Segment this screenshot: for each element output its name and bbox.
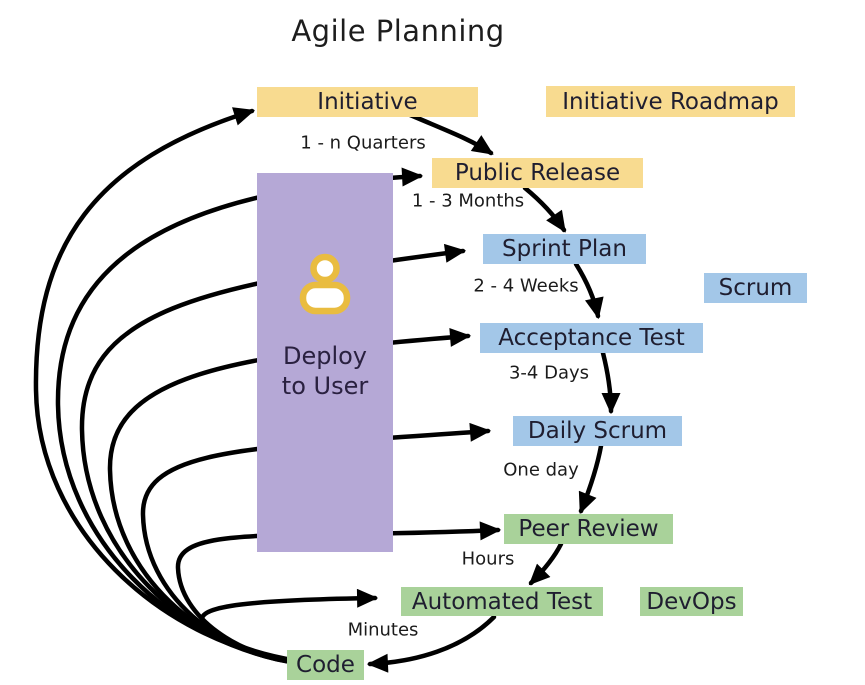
flow-arrow-acceptance-test-to-daily-scrum — [600, 350, 621, 415]
node-peer-review: Peer Review — [504, 514, 673, 544]
flow-arrow-daily-scrum-to-peer-review — [578, 443, 604, 514]
deploy-to-user-label: Deploy to User — [281, 342, 369, 400]
node-public-release: Public Release — [432, 158, 643, 188]
page-title: Agile Planning — [291, 14, 505, 48]
loop-arc-code-to-automated-test — [199, 588, 379, 664]
person-icon — [299, 253, 351, 315]
flow-arrow-sprint-plan-to-acceptance-test — [573, 261, 604, 320]
deploy-to-user-panel: Deploy to User — [257, 173, 393, 552]
node-code: Code — [287, 650, 364, 680]
interval-label-minutes: Minutes — [347, 619, 419, 641]
node-scrum: Scrum — [704, 273, 807, 303]
flow-arrow-public-release-to-sprint-plan — [522, 185, 567, 233]
interval-label-weeks: 2 - 4 Weeks — [473, 275, 579, 297]
flow-arrow-automated-test-to-code — [366, 614, 497, 673]
node-acceptance-test: Acceptance Test — [480, 323, 703, 353]
node-automated-test: Automated Test — [401, 587, 603, 616]
node-devops: DevOps — [640, 587, 743, 616]
interval-label-days: 3-4 Days — [508, 362, 590, 384]
node-initiative: Initiative — [257, 87, 478, 117]
interval-label-months: 1 - 3 Months — [411, 190, 525, 212]
node-sprint-plan: Sprint Plan — [483, 234, 646, 264]
loop-arc-code-to-public-release — [55, 167, 424, 665]
interval-label-one-day: One day — [503, 459, 579, 481]
interval-label-hours: Hours — [461, 548, 515, 570]
node-daily-scrum: Daily Scrum — [513, 416, 682, 446]
interval-label-quarters: 1 - n Quarters — [300, 132, 426, 154]
flow-arrow-initiative-to-public-release — [405, 111, 494, 156]
node-initiative-roadmap: Initiative Roadmap — [546, 86, 795, 117]
flow-arrow-peer-review-to-automated-test — [528, 541, 564, 586]
loop-arc-code-to-initiative — [33, 107, 296, 664]
